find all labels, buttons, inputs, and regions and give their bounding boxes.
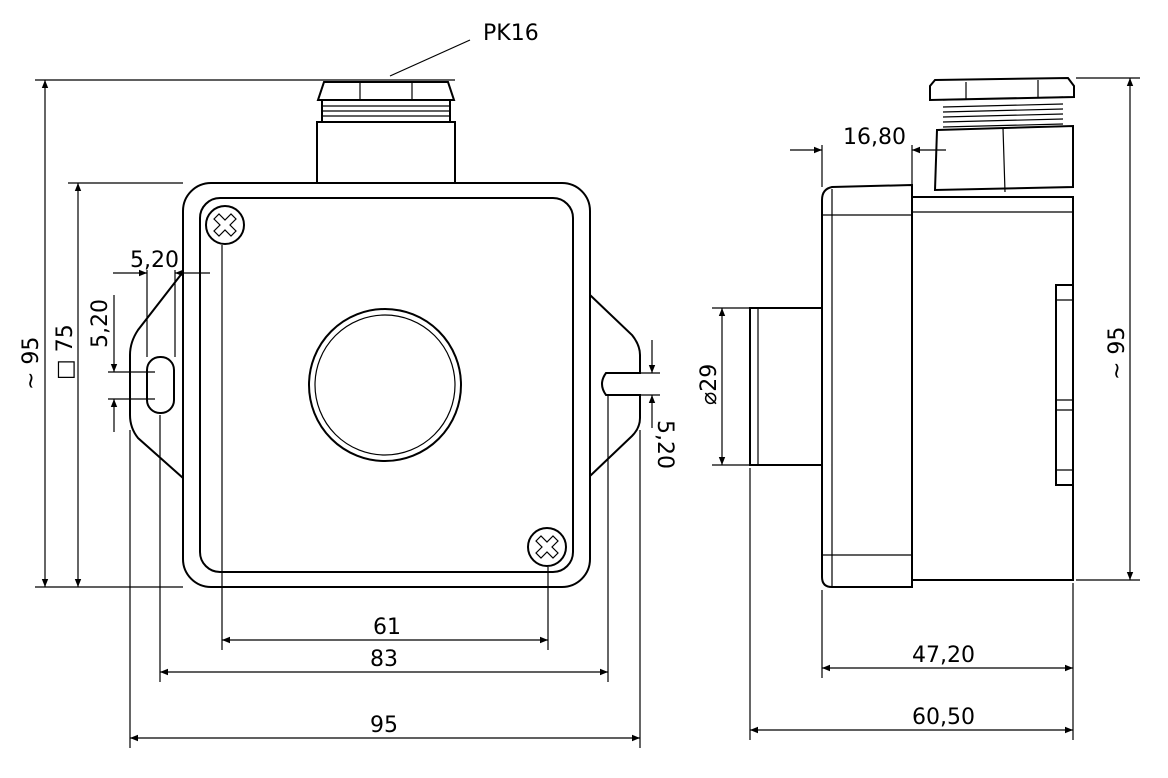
screw-icon xyxy=(205,205,245,245)
dimension-lines xyxy=(35,39,660,748)
dim-body-depth: 47,20 xyxy=(912,643,975,668)
dim-height-box: □ 75 xyxy=(53,324,78,380)
enclosure-lid xyxy=(199,197,574,573)
right-mounting-ear xyxy=(589,294,641,477)
enclosure-body xyxy=(182,182,591,588)
side-view: 16,80 ⌀29 ~ 95 47,20 60,50 xyxy=(697,76,1140,740)
push-button xyxy=(308,308,462,462)
dim-lid-depth: 16,80 xyxy=(843,125,906,150)
side-enclosure-lid xyxy=(821,183,913,588)
dim-ear-slot-height: 5,20 xyxy=(88,299,113,348)
side-enclosure-body xyxy=(911,196,1074,581)
dim-mount-hole-spacing: 83 xyxy=(370,647,398,672)
side-dimension-lines xyxy=(712,77,1140,740)
front-view: PK16 ~ 95 □ 75 5,20 5,20 5,20 61 83 95 xyxy=(19,21,677,748)
dim-width-overall: 95 xyxy=(370,713,398,738)
dim-ear-slot-width: 5,20 xyxy=(130,248,179,273)
dim-depth-overall: 60,50 xyxy=(912,705,975,730)
side-push-button xyxy=(749,307,823,466)
dim-side-height-overall: ~ 95 xyxy=(1105,327,1130,380)
dim-height-overall: ~ 95 xyxy=(19,337,44,390)
side-mounting-ear xyxy=(1055,284,1074,486)
side-cable-gland xyxy=(929,76,1075,193)
gland-type-label: PK16 xyxy=(483,21,539,46)
screw-icon xyxy=(527,527,567,567)
dim-right-slot-height: 5,20 xyxy=(652,420,677,469)
dim-screw-spacing: 61 xyxy=(373,615,401,640)
left-mounting-ear xyxy=(129,271,184,479)
dim-button-diameter: ⌀29 xyxy=(697,364,722,405)
cable-gland xyxy=(316,81,456,184)
